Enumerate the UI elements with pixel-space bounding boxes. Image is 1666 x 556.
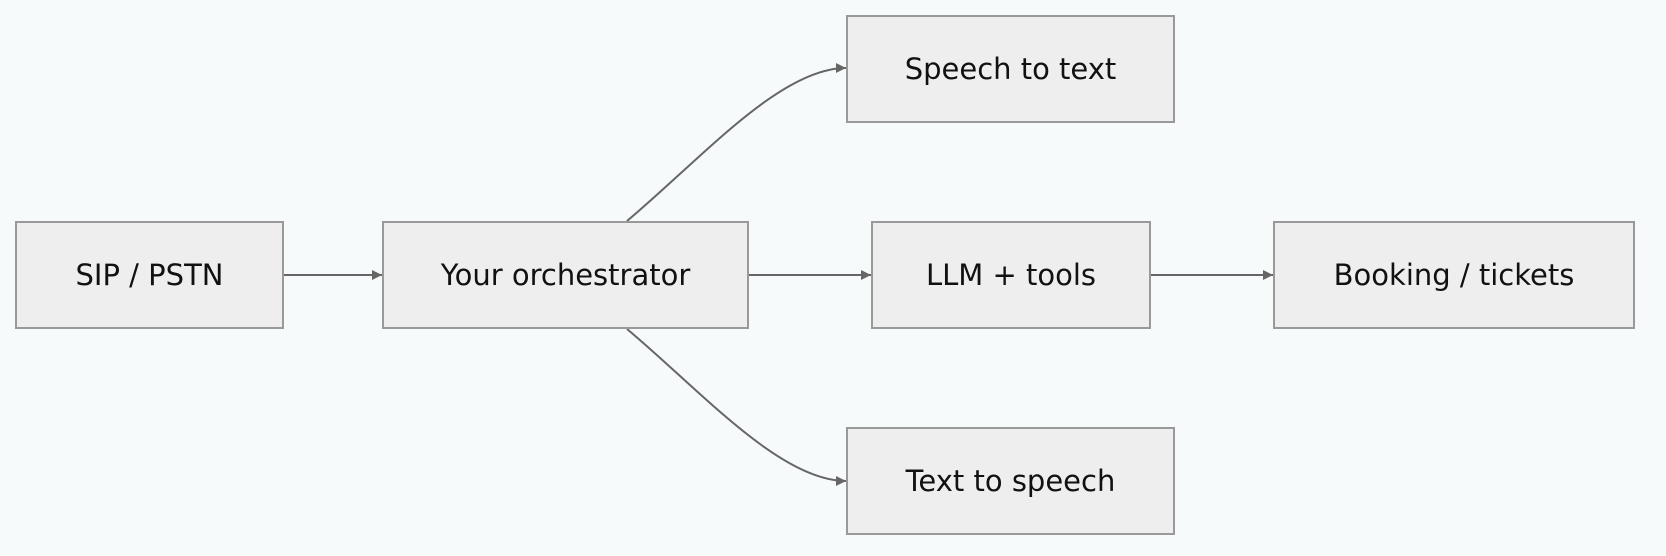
edge-orchestrator-to-speech-to-text: [626, 63, 847, 222]
node-text-to-speech-label: Text to speech: [905, 464, 1116, 498]
node-speech-to-text-label: Speech to text: [905, 52, 1117, 86]
node-booking-tickets-label: Booking / tickets: [1334, 258, 1575, 292]
node-text-to-speech[interactable]: Text to speech: [846, 427, 1175, 535]
edge-orchestrator-to-text-to-speech: [626, 328, 847, 486]
node-orchestrator-label: Your orchestrator: [440, 258, 691, 292]
node-sip-pstn-label: SIP / PSTN: [76, 258, 224, 292]
node-booking-tickets[interactable]: Booking / tickets: [1273, 221, 1635, 329]
node-sip-pstn[interactable]: SIP / PSTN: [15, 221, 284, 329]
node-orchestrator[interactable]: Your orchestrator: [382, 221, 749, 329]
node-llm-tools-label: LLM + tools: [926, 258, 1096, 292]
node-llm-tools[interactable]: LLM + tools: [871, 221, 1151, 329]
node-speech-to-text[interactable]: Speech to text: [846, 15, 1175, 123]
